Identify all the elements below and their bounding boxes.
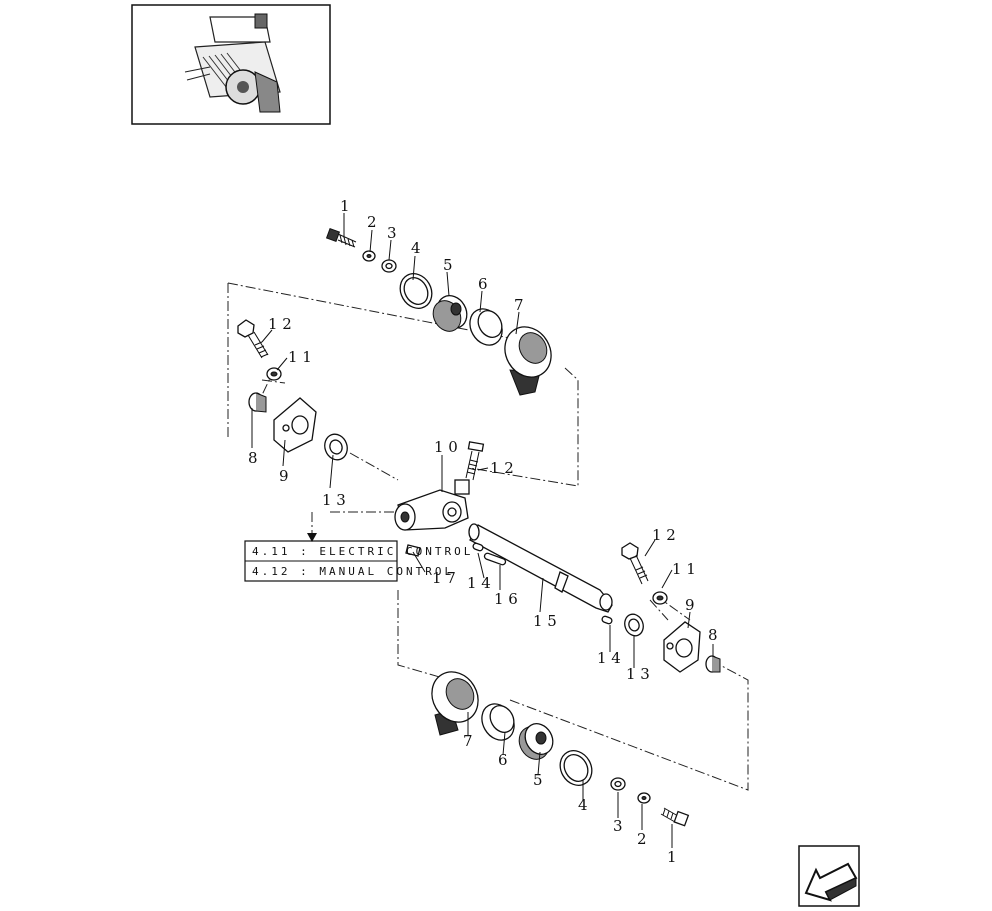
bolt-1-lower bbox=[660, 807, 690, 827]
snap-ring-4-upper bbox=[399, 273, 433, 309]
callout-right-12: 1 2 bbox=[652, 526, 676, 544]
previous-page-button[interactable] bbox=[798, 845, 860, 907]
key-14-center bbox=[472, 542, 484, 552]
block-9-right bbox=[663, 621, 701, 673]
pin-16 bbox=[483, 552, 507, 566]
leader-lines bbox=[251, 213, 714, 848]
callout-center-17: 1 7 bbox=[432, 569, 456, 587]
washer-13-left bbox=[324, 433, 348, 461]
callout-top-1: 1 bbox=[340, 197, 350, 215]
control-reference-box[interactable]: 4.11 : ELECTRIC CONTROL 4.12 : MANUAL CO… bbox=[244, 533, 473, 582]
right-mount-group bbox=[601, 542, 721, 673]
callout-bottom-5: 5 bbox=[533, 771, 543, 789]
callout-left-9: 9 bbox=[279, 467, 289, 485]
bolt-12-left bbox=[237, 319, 269, 359]
upper-bearing-group bbox=[325, 227, 552, 396]
ref-electric-control[interactable]: 4.11 : ELECTRIC CONTROL bbox=[252, 545, 473, 558]
lower-bearing-group bbox=[431, 671, 690, 827]
callout-left-13: 1 3 bbox=[322, 491, 346, 509]
callout-center-10: 1 0 bbox=[434, 438, 458, 456]
bearing-5-lower bbox=[518, 723, 554, 760]
key-14-right bbox=[601, 615, 613, 625]
callout-bottom-2: 2 bbox=[637, 830, 647, 848]
callout-labels: 1 2 3 4 5 6 7 1 2 1 1 8 9 1 3 1 0 1 2 1 … bbox=[248, 197, 718, 866]
callout-center-16: 1 6 bbox=[494, 590, 518, 608]
collar-6-lower bbox=[481, 703, 515, 741]
callout-top-5: 5 bbox=[443, 256, 453, 274]
shaft-15 bbox=[468, 523, 613, 613]
callout-left-11: 1 1 bbox=[288, 348, 312, 366]
callout-bottom-7: 7 bbox=[463, 732, 473, 750]
callout-center-15: 1 5 bbox=[533, 612, 557, 630]
washer-13-right bbox=[624, 613, 644, 637]
center-shaft-group bbox=[394, 441, 613, 613]
bushing-8-left bbox=[248, 392, 267, 413]
lever-10 bbox=[394, 479, 470, 531]
callout-bottom-3: 3 bbox=[613, 817, 623, 835]
key-17 bbox=[405, 544, 421, 557]
callout-top-2: 2 bbox=[367, 213, 377, 231]
callout-bottom-4: 4 bbox=[578, 796, 588, 814]
callout-top-4: 4 bbox=[411, 239, 421, 257]
callout-left-12: 1 2 bbox=[268, 315, 292, 333]
ref-arrow-icon bbox=[307, 533, 317, 542]
bolt-12-right bbox=[621, 542, 649, 585]
callout-top-3: 3 bbox=[387, 224, 397, 242]
callout-top-6: 6 bbox=[478, 275, 488, 293]
assembly-thumbnail[interactable] bbox=[131, 4, 331, 125]
baler-assembly-thumbnail-icon bbox=[184, 13, 281, 113]
bushing-8-right bbox=[705, 655, 721, 673]
left-mount-group bbox=[237, 319, 348, 461]
callout-center-14: 1 4 bbox=[467, 574, 491, 592]
callout-center-12: 1 2 bbox=[490, 459, 514, 477]
housing-7-upper bbox=[504, 326, 552, 396]
callout-bottom-1: 1 bbox=[667, 848, 677, 866]
callout-top-7: 7 bbox=[514, 296, 524, 314]
callout-right-13: 1 3 bbox=[626, 665, 650, 683]
ref-manual-control[interactable]: 4.12 : MANUAL CONTROL bbox=[252, 565, 454, 578]
housing-7-lower bbox=[431, 671, 479, 736]
previous-page-arrow-icon bbox=[804, 862, 858, 902]
callout-bottom-6: 6 bbox=[498, 751, 508, 769]
callout-right-9: 9 bbox=[685, 596, 695, 614]
collar-6-upper bbox=[469, 308, 503, 346]
callout-right-11: 1 1 bbox=[672, 560, 696, 578]
block-9-left bbox=[273, 397, 317, 453]
snap-ring-4-lower bbox=[559, 750, 593, 786]
callout-right-14: 1 4 bbox=[597, 649, 621, 667]
bolt-12-center bbox=[465, 441, 485, 481]
callout-right-8: 8 bbox=[708, 626, 718, 644]
bearing-5-upper bbox=[432, 295, 468, 332]
callout-left-8: 8 bbox=[248, 449, 258, 467]
bolt-1-upper bbox=[325, 227, 357, 248]
